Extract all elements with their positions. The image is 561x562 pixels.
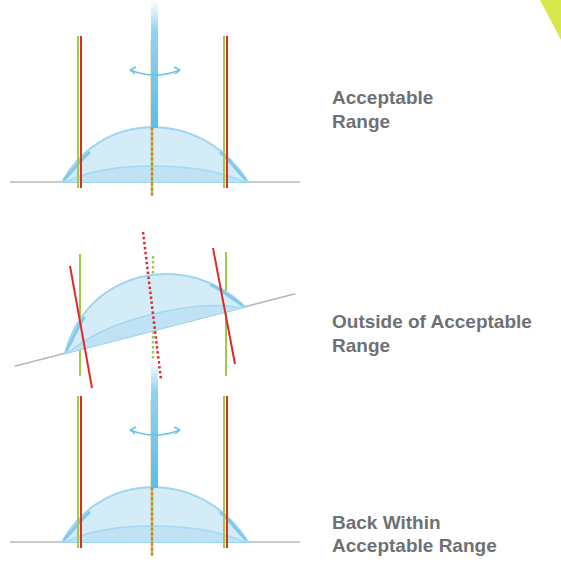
lens-tilted (1, 232, 296, 388)
label-acceptable: Acceptable Range (332, 86, 462, 134)
label-back-within: Back Within Acceptable Range (332, 511, 532, 559)
corner-mark (540, 0, 561, 40)
lens-aligned (10, 0, 300, 196)
label-outside: Outside of Acceptable Range (332, 310, 532, 358)
lens-realigned (10, 360, 300, 556)
